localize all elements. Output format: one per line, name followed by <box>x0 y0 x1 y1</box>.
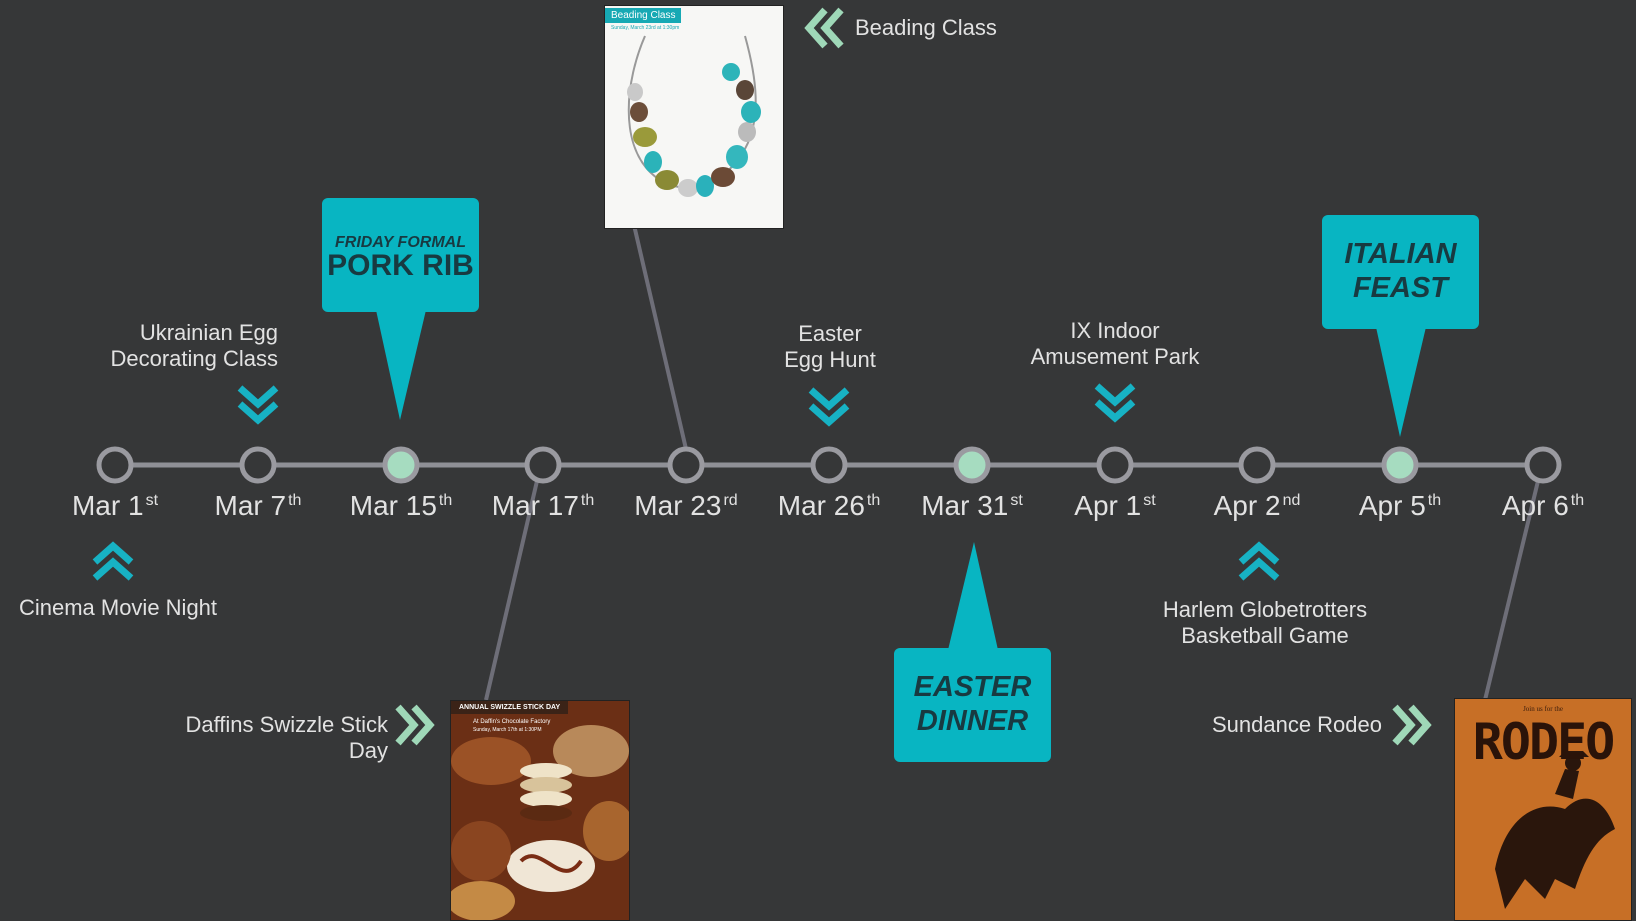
poster-swizzle-title: ANNUAL SWIZZLE STICK DAY <box>451 701 569 714</box>
chevron-up-icon <box>1238 541 1280 581</box>
callout-easter-dinner-tail <box>948 542 998 650</box>
poster-rodeo: Join us for the RODEO <box>1454 698 1632 921</box>
callout-pork-rib-line1: FRIDAY FORMAL <box>335 234 466 251</box>
chevron-down-icon <box>808 387 850 427</box>
event-beading: Beading Class <box>855 15 997 40</box>
chevron-up-icon <box>92 541 134 581</box>
date-label-main: Mar 7 <box>214 490 287 521</box>
date-label-suffix: th <box>1427 491 1442 509</box>
event-daffins: Daffins Swizzle Stick Day <box>185 712 388 763</box>
chevron-right-icon <box>1392 704 1432 746</box>
event-ukrainian-egg: Ukrainian Egg Decorating Class <box>110 320 278 371</box>
timeline-node <box>382 446 420 484</box>
timeline-node <box>953 446 991 484</box>
timeline-node <box>1381 446 1419 484</box>
connector-rodeo <box>1483 480 1540 701</box>
callout-easter-dinner: EASTER DINNER <box>894 648 1051 762</box>
date-label-suffix: th <box>438 491 453 509</box>
date-label-main: Apr 5 <box>1358 490 1426 521</box>
callout-pork-rib-line2: PORK RIB <box>327 249 474 282</box>
timeline-node <box>1096 446 1134 484</box>
poster-rodeo-title: RODEO <box>1472 713 1616 771</box>
callout-pork-rib-tail <box>376 310 426 420</box>
poster-beading-sub: Sunday, March 23rd at 1:30pm <box>611 25 680 31</box>
timeline-node <box>524 446 562 484</box>
event-cinema: Cinema Movie Night <box>18 595 218 620</box>
timeline-node <box>96 446 134 484</box>
callout-easter-dinner-text: EASTER DINNER <box>913 671 1032 737</box>
callout-italian-feast-tail <box>1376 327 1426 437</box>
date-label-main: Apr 2 <box>1213 490 1281 521</box>
chevron-left-icon <box>804 7 844 49</box>
date-label-main: Mar 15 <box>349 490 437 521</box>
event-harlem: Harlem Globetrotters Basketball Game <box>1162 597 1368 648</box>
poster-swizzle-date: Sunday, March 17th at 1:30PM <box>473 727 542 733</box>
date-label-main: Apr 6 <box>1501 490 1569 521</box>
poster-swizzle: ANNUAL SWIZZLE STICK DAY At Daffin's Cho… <box>450 700 630 921</box>
timeline-node <box>239 446 277 484</box>
date-label-suffix: th <box>288 491 302 509</box>
date-label-suffix: st <box>1143 491 1156 509</box>
callout-italian-feast-text: ITALIAN FEAST <box>1344 238 1457 304</box>
date-label-suffix: st <box>1010 491 1023 509</box>
event-rodeo: Sundance Rodeo <box>1211 712 1382 737</box>
timeline-node <box>1524 446 1562 484</box>
connector-beading <box>632 224 688 450</box>
timeline-node <box>810 446 848 484</box>
event-easter-egg-hunt: Easter Egg Hunt <box>784 321 876 372</box>
date-label-suffix: st <box>145 491 159 509</box>
necklace-image <box>627 35 761 197</box>
date-label-main: Mar 17 <box>491 490 579 521</box>
date-label-suffix: th <box>1570 491 1585 509</box>
callout-pork-rib: FRIDAY FORMAL PORK RIB <box>322 198 479 312</box>
poster-beading: Beading Class Sunday, March 23rd at 1:30… <box>604 5 784 229</box>
callout-italian-feast: ITALIAN FEAST <box>1322 215 1479 329</box>
connector-daffins <box>484 480 539 701</box>
date-label-suffix: th <box>580 491 595 509</box>
poster-rodeo-top: Join us for the <box>1523 705 1563 713</box>
poster-swizzle-sub: At Daffin's Chocolate Factory <box>473 719 551 725</box>
event-ix-indoor: IX Indoor Amusement Park <box>1030 318 1200 369</box>
chevron-down-icon <box>237 385 279 425</box>
timeline-node <box>667 446 705 484</box>
date-label-suffix: rd <box>723 491 738 509</box>
chevron-right-icon <box>395 704 435 746</box>
date-label-suffix: nd <box>1282 491 1301 509</box>
chevron-down-icon <box>1094 383 1136 423</box>
date-label-main: Apr 1 <box>1074 490 1142 521</box>
chocolate-image <box>451 701 629 920</box>
date-label-main: Mar 23 <box>634 490 722 521</box>
date-label-main: Mar 31 <box>921 490 1009 521</box>
date-label-suffix: th <box>866 491 881 509</box>
poster-beading-title: Beading Class <box>605 8 682 23</box>
rodeo-rider-image <box>1455 699 1631 920</box>
date-label-main: Mar 1 <box>71 490 144 521</box>
timeline-nodes <box>96 446 1562 484</box>
timeline-node <box>1238 446 1276 484</box>
date-label-main: Mar 26 <box>777 490 865 521</box>
